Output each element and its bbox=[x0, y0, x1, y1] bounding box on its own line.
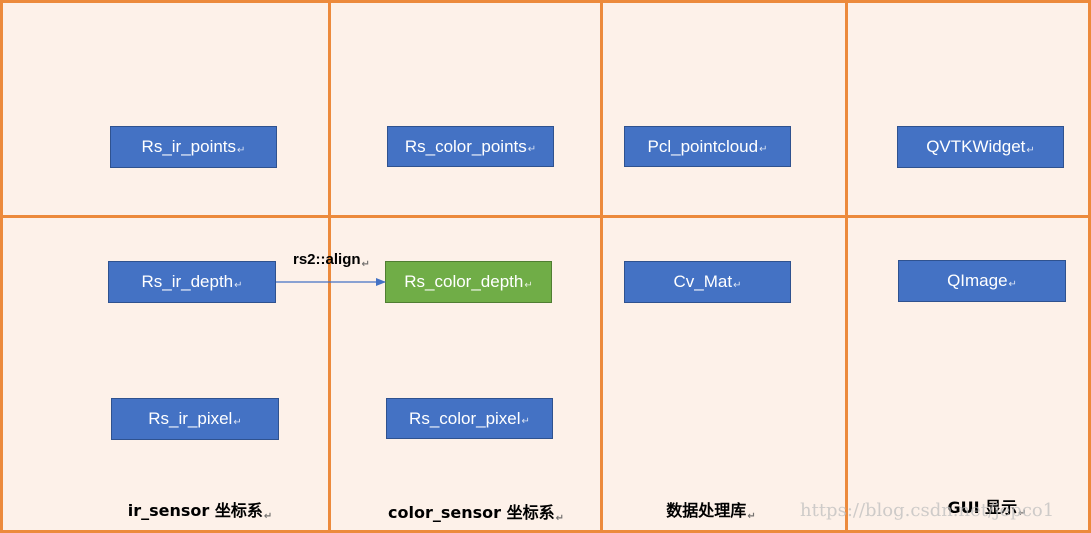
box-rs-ir-pixel: Rs_ir_pixel↵ bbox=[111, 398, 279, 440]
box-label: Rs_ir_depth bbox=[141, 272, 234, 291]
grid-cell-gui-top bbox=[845, 0, 1091, 218]
arrow-label-text: rs2::align bbox=[293, 251, 361, 268]
box-label: Rs_ir_pixel bbox=[148, 409, 233, 428]
box-rs-color-pixel: Rs_color_pixel↵ bbox=[386, 398, 553, 439]
box-rs-color-depth: Rs_color_depth↵ bbox=[385, 261, 552, 303]
grid-cell-ir-top bbox=[0, 0, 331, 218]
box-rs-ir-points: Rs_ir_points↵ bbox=[110, 126, 277, 168]
paragraph-mark: ↵ bbox=[527, 144, 537, 155]
box-rs-ir-depth: Rs_ir_depth↵ bbox=[108, 261, 276, 303]
box-label: Cv_Mat bbox=[673, 272, 733, 291]
column-label-color-sensor: color_sensor 坐标系↵ bbox=[388, 499, 564, 524]
paragraph-mark: ↵ bbox=[237, 144, 246, 156]
paragraph-mark: ↵ bbox=[233, 416, 242, 428]
box-qvtkwidget: QVTKWidget↵ bbox=[897, 126, 1064, 168]
box-label: Rs_color_pixel bbox=[409, 408, 521, 428]
box-cv-mat: Cv_Mat↵ bbox=[624, 261, 791, 303]
paragraph-mark: ↵ bbox=[759, 144, 768, 155]
paragraph-mark: ↵ bbox=[234, 279, 243, 291]
box-label: QImage bbox=[947, 271, 1008, 290]
box-qimage: QImage↵ bbox=[898, 260, 1066, 302]
box-label: Pcl_pointcloud bbox=[647, 136, 759, 156]
box-label: Rs_ir_points bbox=[141, 137, 237, 156]
paragraph-mark: ↵ bbox=[521, 416, 530, 427]
grid-cell-color-top bbox=[328, 0, 603, 218]
box-pcl-pointcloud: Pcl_pointcloud↵ bbox=[624, 126, 791, 167]
paragraph-mark: ↵ bbox=[524, 279, 533, 291]
paragraph-mark: ↵ bbox=[1018, 508, 1027, 519]
column-label-data-library: 数据处理库↵ bbox=[666, 497, 756, 522]
paragraph-mark: ↵ bbox=[263, 511, 273, 522]
column-label-text: GUI 显示 bbox=[947, 498, 1018, 517]
column-label-text: ir_sensor 坐标系 bbox=[127, 501, 263, 520]
column-label-ir-sensor: ir_sensor 坐标系↵ bbox=[127, 497, 273, 522]
paragraph-mark: ↵ bbox=[361, 259, 370, 270]
watermark-url: https://blog.csdn.net/jepco1 bbox=[800, 500, 1055, 521]
box-rs-color-points: Rs_color_points↵ bbox=[387, 126, 554, 167]
paragraph-mark: ↵ bbox=[747, 511, 756, 522]
arrow-label-rs2-align: rs2::align↵ bbox=[293, 251, 370, 270]
box-label: Rs_color_points bbox=[404, 136, 527, 156]
paragraph-mark: ↵ bbox=[1008, 278, 1017, 290]
paragraph-mark: ↵ bbox=[1026, 144, 1035, 156]
column-label-text: color_sensor 坐标系 bbox=[388, 503, 555, 522]
paragraph-mark: ↵ bbox=[733, 279, 742, 291]
box-label: QVTKWidget bbox=[926, 137, 1026, 156]
column-label-gui: GUI 显示↵ bbox=[947, 494, 1027, 519]
paragraph-mark: ↵ bbox=[555, 513, 564, 524]
column-label-text: 数据处理库 bbox=[666, 501, 747, 520]
box-label: Rs_color_depth bbox=[404, 272, 524, 291]
